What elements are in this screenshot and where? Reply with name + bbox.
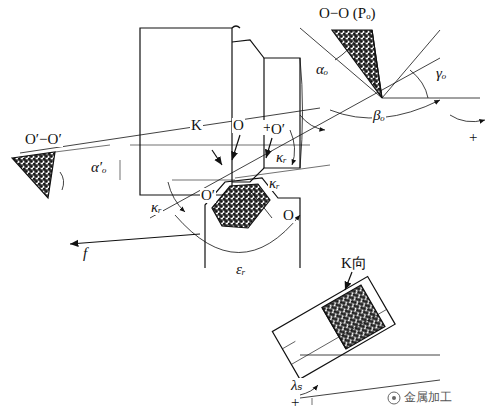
sign-label: + — [290, 395, 300, 410]
view-mark: K — [190, 118, 203, 133]
angle-label: λₛ — [290, 378, 304, 393]
section-title: O′−O′ — [24, 132, 63, 147]
watermark: 金属加工 — [403, 391, 453, 403]
sign-label: + — [468, 130, 478, 145]
section-title: O−O (Pₒ) — [318, 6, 377, 21]
angle-label: βₒ — [372, 108, 386, 123]
feed-label: f — [82, 246, 88, 261]
angle-label: κᵣ — [150, 200, 163, 215]
angle-label: εᵣ — [235, 262, 247, 277]
section-mark: O′ — [270, 122, 286, 137]
angle-label: α′ₒ — [90, 160, 107, 175]
view-title: K向 — [340, 256, 368, 271]
angle-label: γₒ — [435, 66, 447, 81]
section-mark: O — [232, 118, 245, 133]
angle-label: κᵣ — [268, 176, 281, 191]
angle-label: κᵣ — [275, 150, 288, 165]
angle-label: αₒ — [315, 62, 329, 77]
section-mark: O — [282, 208, 295, 223]
section-mark: O′ — [200, 188, 216, 203]
